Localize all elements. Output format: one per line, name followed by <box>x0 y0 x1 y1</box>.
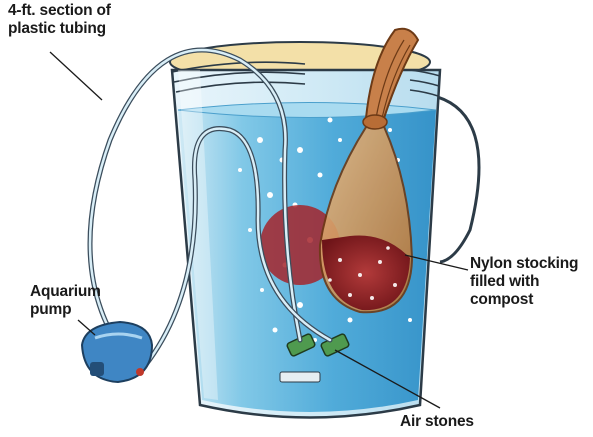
label-aquarium-pump: Aquarium pump <box>30 283 101 319</box>
aquarium-pump <box>82 322 152 382</box>
label-aquarium-pump-line-2: pump <box>30 301 101 319</box>
label-plastic-tubing-line-2: plastic tubing <box>8 20 111 38</box>
label-nylon-stocking: Nylon stocking filled with compost <box>470 255 578 309</box>
label-aquarium-pump-line-1: Aquarium <box>30 283 101 301</box>
label-air-stones: Air stones <box>400 413 474 431</box>
stocking-knot <box>363 115 387 129</box>
label-nylon-stocking-line-3: compost <box>470 291 578 309</box>
label-plastic-tubing-line-1: 4-ft. section of <box>8 2 111 20</box>
label-nylon-stocking-line-1: Nylon stocking <box>470 255 578 273</box>
label-air-stones-line-1: Air stones <box>400 413 474 431</box>
label-nylon-stocking-line-2: filled with <box>470 273 578 291</box>
label-plastic-tubing: 4-ft. section of plastic tubing <box>8 2 111 38</box>
